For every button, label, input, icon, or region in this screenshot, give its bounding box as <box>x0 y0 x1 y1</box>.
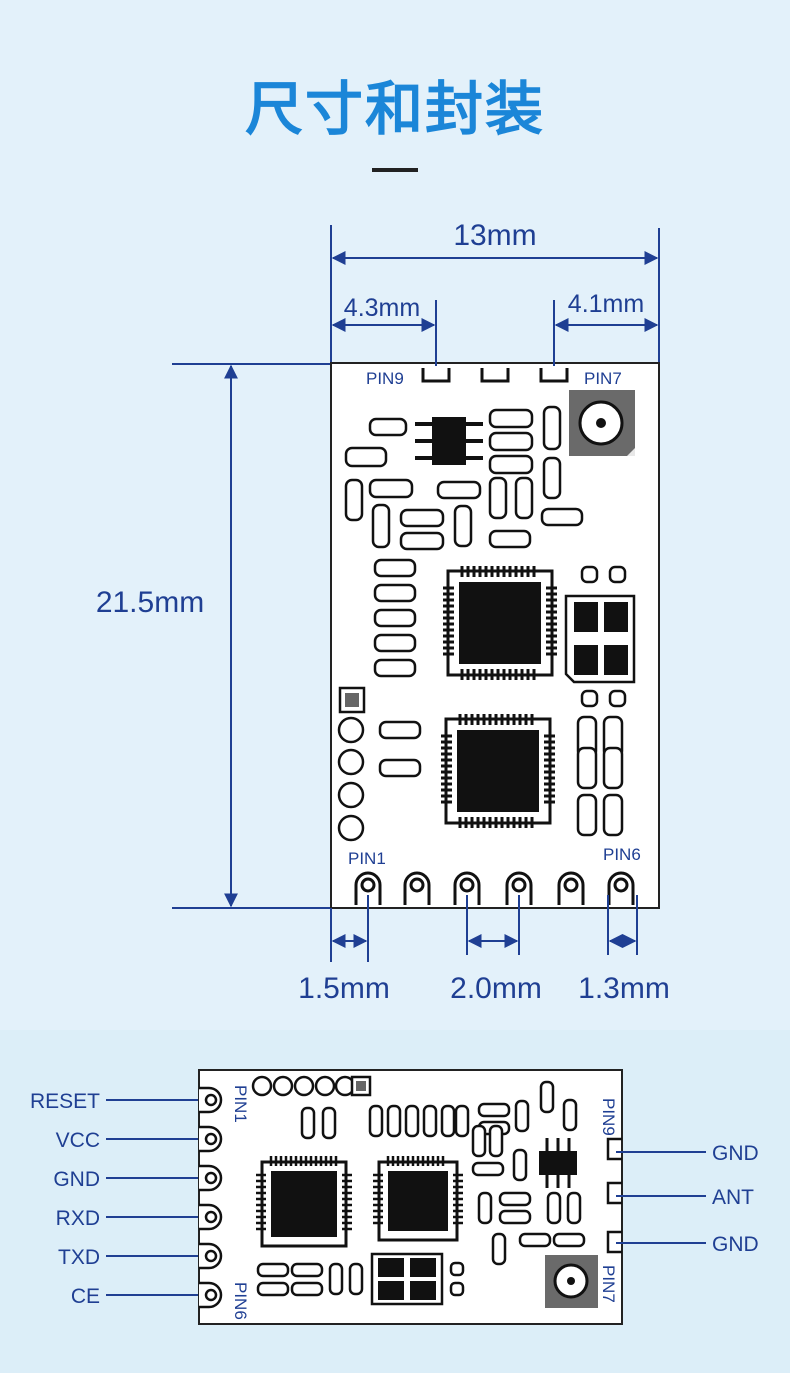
passive-components <box>344 405 627 837</box>
side-pin-gnd: GND <box>53 1168 100 1191</box>
dimension-lines <box>172 225 660 962</box>
dim-right-offset: 4.1mm <box>568 290 644 318</box>
side-pin-txd: TXD <box>58 1246 100 1269</box>
dim-width: 13mm <box>453 219 536 252</box>
side-pin-gnd-bottom: GND <box>712 1233 759 1256</box>
pad-pin8 <box>480 368 510 383</box>
dim-pin-right: 1.3mm <box>578 972 670 1005</box>
side-chip-right <box>373 1156 463 1242</box>
side-label-pin7: PIN7 <box>599 1265 618 1303</box>
side-pin-vcc: VCC <box>56 1129 100 1152</box>
dim-pin-pitch: 2.0mm <box>450 972 542 1005</box>
crystal-oscillator <box>564 594 636 684</box>
pad-pin7 <box>539 368 569 383</box>
page-title: 尺寸和封装 <box>244 75 545 143</box>
side-label-pin9: PIN9 <box>599 1098 618 1136</box>
label-pin7: PIN7 <box>584 369 622 388</box>
label-pin6: PIN6 <box>603 845 641 864</box>
side-label-pin1: PIN1 <box>231 1085 250 1123</box>
rf-chip-lower <box>441 714 555 828</box>
bottom-pads <box>354 871 635 905</box>
dim-height: 21.5mm <box>96 586 204 619</box>
dim-left-offset: 4.3mm <box>344 294 420 322</box>
side-pin-reset: RESET <box>30 1090 100 1113</box>
left-castellated-pads <box>199 1086 223 1309</box>
side-pin-gnd-top: GND <box>712 1142 759 1165</box>
pad-pin9 <box>421 368 451 383</box>
right-pads <box>606 1137 622 1254</box>
side-view: RESET VCC GND RXD TXD CE GND ANT GND PIN… <box>0 1030 790 1373</box>
side-pin-rxd: RXD <box>56 1207 100 1230</box>
side-crystal <box>370 1252 444 1306</box>
side-pin-ant: ANT <box>712 1186 754 1209</box>
label-pin9: PIN9 <box>366 369 404 388</box>
title-divider <box>372 168 418 172</box>
dim-pin-left: 1.5mm <box>298 972 390 1005</box>
side-pin-ce: CE <box>71 1285 100 1308</box>
side-chip-left <box>256 1156 352 1248</box>
mcu-chip-upper <box>443 566 557 680</box>
side-label-pin6: PIN6 <box>231 1282 250 1320</box>
label-pin1: PIN1 <box>348 849 386 868</box>
test-pads <box>337 686 366 842</box>
top-view: PIN9 PIN7 <box>96 219 670 1005</box>
small-ic <box>432 417 466 465</box>
